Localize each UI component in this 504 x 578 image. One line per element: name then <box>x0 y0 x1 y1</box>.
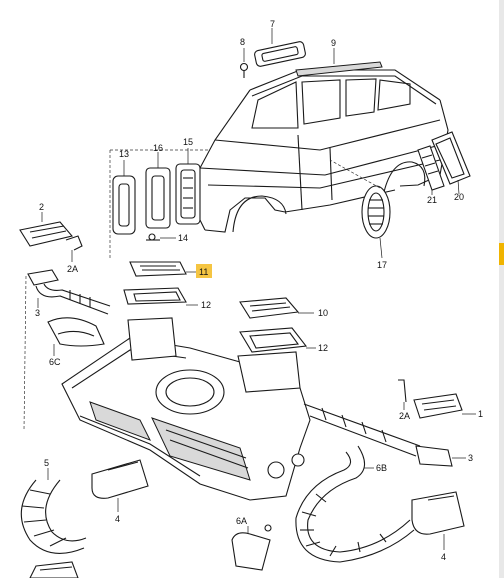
part-6c-duct <box>47 317 105 356</box>
part-2a-clip-right <box>398 379 407 410</box>
label-16: 16 <box>153 143 163 153</box>
part-16-frame <box>145 152 171 229</box>
scrollbar-track[interactable] <box>499 0 504 578</box>
label-3: 3 <box>35 308 40 318</box>
label-3-right: 3 <box>468 453 473 463</box>
label-21: 21 <box>427 195 437 205</box>
part-6b-flex-hose <box>295 445 415 563</box>
label-8: 8 <box>240 37 245 47</box>
part-17-oval-vent <box>329 159 391 259</box>
label-17: 17 <box>377 260 387 270</box>
part-4-elbow-left <box>91 459 149 512</box>
label-9: 9 <box>331 38 336 48</box>
label-10: 10 <box>318 308 328 318</box>
part-2a-clip <box>65 235 83 262</box>
part-11-highlight <box>196 264 212 278</box>
part-4-elbow-right <box>411 491 465 550</box>
label-1: 1 <box>478 409 483 419</box>
part-6a-elbow <box>231 524 272 571</box>
part-9-roof-duct <box>295 48 383 77</box>
part-3-hose-left <box>23 269 111 431</box>
scrollbar-thumb[interactable] <box>499 243 504 265</box>
part-12-top-frame <box>123 287 198 306</box>
callout-labels: 7 8 9 13 16 15 14 21 20 17 2 2A 3 6C 11 … <box>35 19 483 562</box>
part-11-vent-cover <box>129 261 196 277</box>
label-6a: 6A <box>236 516 247 526</box>
label-11: 11 <box>199 267 208 277</box>
label-2: 2 <box>39 202 44 212</box>
label-20: 20 <box>454 192 464 202</box>
label-12-lower: 12 <box>318 343 328 353</box>
part-1-vent-outlet <box>413 393 476 419</box>
part-3-hose-right <box>303 403 466 467</box>
label-4-right: 4 <box>441 552 446 562</box>
label-2a-right: 2A <box>399 411 410 421</box>
label-15: 15 <box>183 137 193 147</box>
part-13-frame <box>112 160 136 235</box>
part-2-vent-outlet <box>19 212 74 247</box>
part-10-vent-cover <box>239 297 314 319</box>
part-20-rear-vent <box>431 131 471 195</box>
label-6b: 6B <box>376 463 387 473</box>
bottom-left-grille-fragment <box>29 561 79 578</box>
part-5-flex-hose <box>20 468 87 554</box>
vehicle-body <box>194 69 449 233</box>
part-14-screw <box>146 233 176 241</box>
label-12-top: 12 <box>201 300 211 310</box>
label-13: 13 <box>119 149 129 159</box>
main-heater-duct <box>61 317 311 501</box>
label-7: 7 <box>270 19 275 29</box>
label-2a: 2A <box>67 264 78 274</box>
part-21-rear-vent-grille <box>417 145 445 195</box>
part-7-vent-cover <box>254 28 306 67</box>
part-15-frame <box>175 148 201 225</box>
label-14: 14 <box>178 233 188 243</box>
label-6c: 6C <box>49 357 61 367</box>
part-8-screw <box>239 48 249 78</box>
label-4: 4 <box>115 514 120 524</box>
label-5: 5 <box>44 458 49 468</box>
part-12-lower-frame <box>239 327 316 353</box>
